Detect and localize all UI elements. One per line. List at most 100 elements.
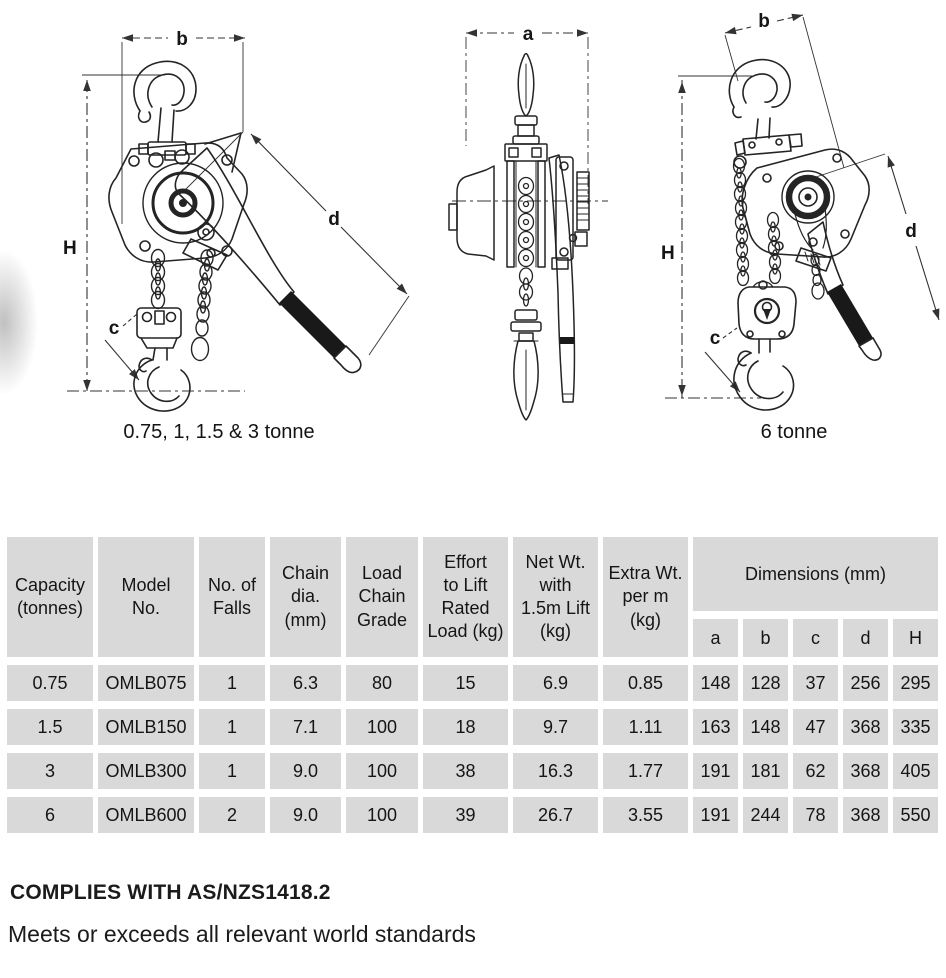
dim-label-b: b xyxy=(758,11,770,32)
cell-dim-b: 181 xyxy=(743,753,788,789)
cell-dim-b: 128 xyxy=(743,665,788,701)
cell-dim-d: 256 xyxy=(843,665,888,701)
bottom-hook-side xyxy=(510,309,542,421)
dim-label-H: H xyxy=(63,238,77,259)
table-row: 0.75 OMLB075 1 6.3 80 15 6.9 0.85 148 12… xyxy=(7,665,938,701)
handwheel xyxy=(142,162,224,244)
cell-dim-d: 368 xyxy=(843,797,888,833)
cell-dim-H: 550 xyxy=(893,797,938,833)
hand-lever xyxy=(807,221,882,361)
chain-side xyxy=(517,176,535,307)
col-header-dim-c: c xyxy=(793,619,838,657)
ratchet-assembly xyxy=(182,223,233,271)
col-header-dimensions-group: Dimensions (mm) xyxy=(693,537,938,611)
scan-artifact xyxy=(0,250,38,395)
dim-label-c: c xyxy=(710,328,721,349)
cell-grade: 100 xyxy=(346,797,418,833)
cell-dim-d: 368 xyxy=(843,753,888,789)
handwheel xyxy=(781,170,835,224)
dim-label-d: d xyxy=(328,209,340,230)
cell-dim-c: 47 xyxy=(793,709,838,745)
compliance-statement: COMPLIES WITH AS/NZS1418.2 xyxy=(10,881,331,904)
dim-label-d: d xyxy=(905,221,917,242)
cell-chain-dia: 6.3 xyxy=(270,665,341,701)
cell-grade: 100 xyxy=(346,709,418,745)
bottom-block xyxy=(737,280,797,340)
lever-hoist-front-drawing: b H d c xyxy=(63,29,410,412)
col-header-dim-d: d xyxy=(843,619,888,657)
dim-label-H: H xyxy=(661,243,675,264)
cell-falls: 1 xyxy=(199,709,265,745)
specification-table: Capacity (tonnes) Model No. No. of Falls… xyxy=(2,529,943,841)
top-hook xyxy=(133,60,197,143)
caption-small-units: 0.75, 1, 1.5 & 3 tonne xyxy=(123,421,315,443)
cell-falls: 2 xyxy=(199,797,265,833)
cell-chain-dia: 7.1 xyxy=(270,709,341,745)
cell-net-wt: 6.9 xyxy=(513,665,598,701)
cell-chain-dia: 9.0 xyxy=(270,753,341,789)
hand-lever xyxy=(174,147,362,374)
cell-dim-c: 37 xyxy=(793,665,838,701)
chain-falls xyxy=(732,157,782,287)
cell-dim-a: 163 xyxy=(693,709,738,745)
top-hook-side xyxy=(512,53,540,145)
col-header-dim-a: a xyxy=(693,619,738,657)
table-row: 1.5 OMLB150 1 7.1 100 18 9.7 1.11 163 14… xyxy=(7,709,938,745)
cell-dim-c: 78 xyxy=(793,797,838,833)
col-header-dim-H: H xyxy=(893,619,938,657)
cell-capacity: 6 xyxy=(7,797,93,833)
cell-chain-dia: 9.0 xyxy=(270,797,341,833)
lever-hub-side xyxy=(551,156,590,270)
col-header-chain-dia: Chain dia. (mm) xyxy=(270,537,341,657)
slack-chain xyxy=(190,249,214,362)
dimension-lines xyxy=(665,14,940,399)
table-row: 6 OMLB600 2 9.0 100 39 26.7 3.55 191 244… xyxy=(7,797,938,833)
dimension-arrows xyxy=(466,29,588,37)
cell-capacity: 0.75 xyxy=(7,665,93,701)
cell-effort: 38 xyxy=(423,753,508,789)
col-header-extra-wt: Extra Wt. per m (kg) xyxy=(603,537,688,657)
cell-dim-d: 368 xyxy=(843,709,888,745)
col-header-dim-b: b xyxy=(743,619,788,657)
cell-dim-H: 405 xyxy=(893,753,938,789)
bottom-hook-block xyxy=(133,307,191,412)
header-row-2: a b c d H xyxy=(7,619,938,657)
col-header-model: Model No. xyxy=(98,537,194,657)
lever-hoist-6t-drawing: b H d c xyxy=(661,11,940,411)
cell-net-wt: 16.3 xyxy=(513,753,598,789)
cell-extra-wt: 0.85 xyxy=(603,665,688,701)
cell-dim-a: 191 xyxy=(693,797,738,833)
cell-effort: 39 xyxy=(423,797,508,833)
body-side xyxy=(448,143,548,268)
dim-label-a: a xyxy=(523,24,534,45)
dimension-arrows xyxy=(83,34,407,391)
cell-dim-b: 244 xyxy=(743,797,788,833)
col-header-falls: No. of Falls xyxy=(199,537,265,657)
dimension-arrows xyxy=(678,13,940,396)
standards-tagline: Meets or exceeds all relevant world stan… xyxy=(8,921,476,947)
cell-capacity: 1.5 xyxy=(7,709,93,745)
cell-extra-wt: 3.55 xyxy=(603,797,688,833)
cell-model: OMLB600 xyxy=(98,797,194,833)
col-header-net-wt: Net Wt. with 1.5m Lift (kg) xyxy=(513,537,598,657)
cell-extra-wt: 1.77 xyxy=(603,753,688,789)
cell-falls: 1 xyxy=(199,665,265,701)
col-header-capacity: Capacity (tonnes) xyxy=(7,537,93,657)
cell-model: OMLB075 xyxy=(98,665,194,701)
cell-dim-H: 335 xyxy=(893,709,938,745)
cell-model: OMLB300 xyxy=(98,753,194,789)
cell-falls: 1 xyxy=(199,753,265,789)
dim-label-b: b xyxy=(176,29,188,50)
cell-dim-a: 148 xyxy=(693,665,738,701)
cell-dim-b: 148 xyxy=(743,709,788,745)
cell-dim-c: 62 xyxy=(793,753,838,789)
cell-effort: 15 xyxy=(423,665,508,701)
cell-grade: 100 xyxy=(346,753,418,789)
lever-hoist-side-drawing: a xyxy=(448,24,608,421)
cell-extra-wt: 1.11 xyxy=(603,709,688,745)
lever-side xyxy=(548,154,576,403)
dim-label-c: c xyxy=(109,318,120,339)
table-row: 3 OMLB300 1 9.0 100 38 16.3 1.77 191 181… xyxy=(7,753,938,789)
cell-capacity: 3 xyxy=(7,753,93,789)
cell-dim-H: 295 xyxy=(893,665,938,701)
